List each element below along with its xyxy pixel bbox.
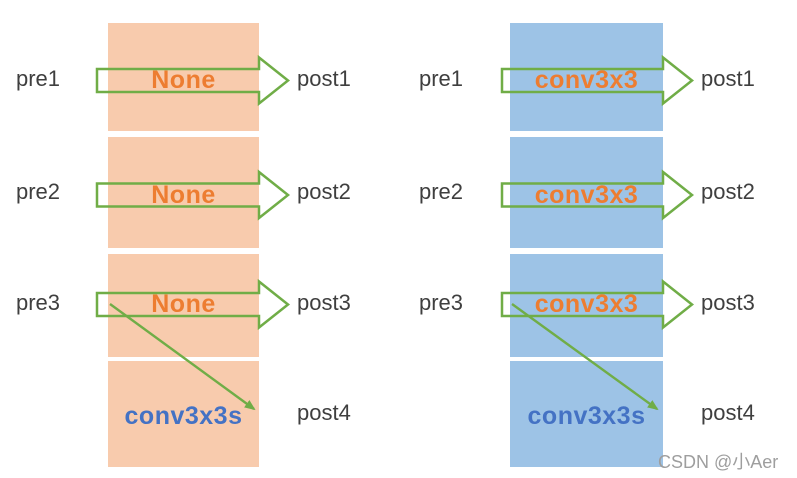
right-block-row2 [510,137,663,248]
left-pre2-label: pre2 [16,179,61,204]
left-post3-label: post3 [297,290,351,315]
right-post1-label: post1 [701,66,755,91]
left-block-row1 [108,23,259,131]
right-post4-label: post4 [701,400,755,425]
right-row1-flow-arrow [500,54,695,107]
left-post2-label: post2 [297,179,351,204]
left-row3-flow-arrow [95,278,291,331]
left-row2-flow-arrow [95,169,291,221]
right-pre3-label: pre3 [419,290,464,315]
left-row2-op-label: None [151,181,216,209]
left-block-row4 [108,361,259,467]
left-block-row2 [108,137,259,248]
right-block-row4 [510,361,663,467]
left-row1-flow-arrow [95,54,291,107]
right-row2-flow-arrow [500,169,695,221]
right-pre1-label: pre1 [419,66,464,91]
right-block-row3 [510,254,663,357]
left-block-row3 [108,254,259,357]
right-row3-op-label: conv3x3 [534,290,639,318]
left-pre1-label: pre1 [16,66,61,91]
left-post1-label: post1 [297,66,351,91]
right-row1-op-label: conv3x3 [534,66,639,94]
right-block-row1 [510,23,663,131]
left-skip-label: conv3x3s [124,402,243,430]
left-skip-arrow [109,303,256,411]
csdn-watermark: CSDN @小Aer [658,452,779,472]
right-post2-label: post2 [701,179,755,204]
left-row3-op-label: None [151,290,216,318]
right-row2-op-label: conv3x3 [534,181,639,209]
left-pre3-label: pre3 [16,290,61,315]
right-skip-arrow [511,303,659,411]
right-post3-label: post3 [701,290,755,315]
right-skip-label: conv3x3s [527,402,646,430]
right-pre2-label: pre2 [419,179,464,204]
left-row1-op-label: None [151,66,216,94]
left-post4-label: post4 [297,400,351,425]
